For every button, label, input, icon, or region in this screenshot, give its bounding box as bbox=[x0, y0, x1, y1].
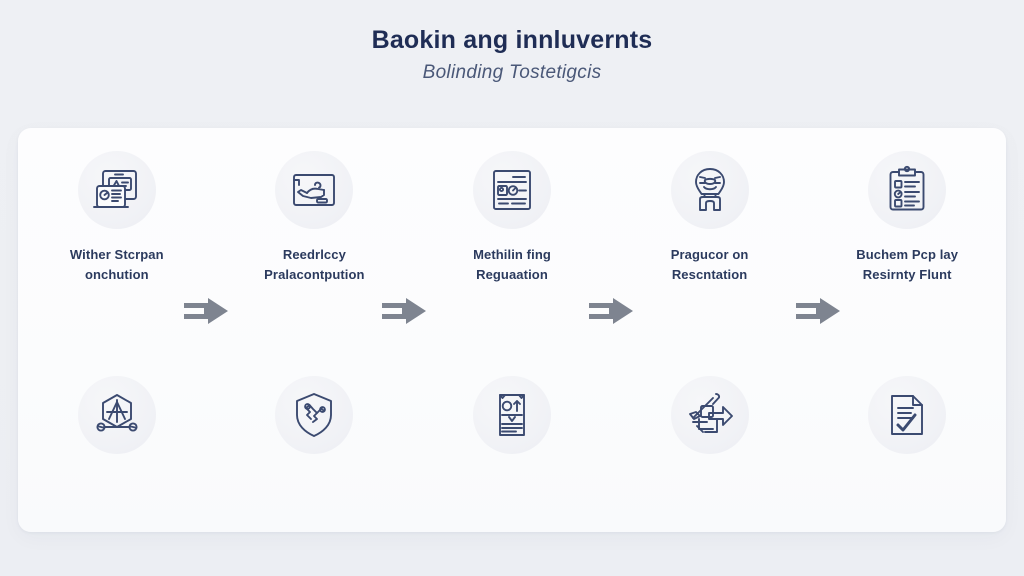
flow-arrow-right-icon bbox=[178, 294, 234, 328]
shield-security-icon bbox=[287, 388, 341, 442]
process-step-label: Pragucor on Rescntation bbox=[626, 245, 794, 285]
report-document-icon bbox=[485, 388, 539, 442]
process-step-3[interactable]: Methilin fing Reguaation bbox=[413, 148, 611, 358]
icon-badge bbox=[670, 376, 749, 454]
label-line-1: Reedrlccy bbox=[282, 247, 346, 262]
process-step-label: Methilin fing Reguaation bbox=[428, 245, 596, 285]
icon-badge bbox=[275, 376, 354, 454]
process-step-1[interactable]: Wither Stcrpan onchution bbox=[18, 148, 216, 358]
process-step-label: Wither Stcrpan onchution bbox=[33, 245, 201, 285]
label-line-1: Buchem Pcp lay bbox=[856, 247, 959, 262]
process-step-7[interactable] bbox=[216, 368, 414, 518]
process-step-2[interactable]: Reedrlccy Pralacontpution bbox=[216, 148, 414, 358]
icon-badge bbox=[275, 151, 354, 229]
label-line-2: onchution bbox=[84, 267, 149, 283]
id-card-form-icon bbox=[485, 163, 539, 217]
label-line-1: Wither Stcrpan bbox=[69, 247, 164, 262]
dashboard-analytics-icon bbox=[90, 163, 144, 217]
process-step-6[interactable] bbox=[18, 368, 216, 518]
diagram-card: Wither Stcrpan onchution bbox=[18, 128, 1006, 532]
process-step-label: Buchem Pcp lay Resirnty Flunt bbox=[823, 245, 991, 285]
process-step-8[interactable] bbox=[413, 368, 611, 518]
lightbulb-idea-icon bbox=[683, 163, 737, 217]
label-line-1: Pragucor on bbox=[670, 247, 749, 262]
clipboard-checklist-icon bbox=[880, 163, 934, 217]
label-line-1: Methilin fing bbox=[473, 247, 551, 262]
label-line-2: Pralacontpution bbox=[264, 267, 365, 283]
label-line-2: Rescntation bbox=[671, 267, 748, 283]
process-row-bottom bbox=[18, 368, 1006, 518]
process-flow-arrow-icon bbox=[683, 388, 737, 442]
icon-badge bbox=[77, 151, 156, 229]
handshake-frame-icon bbox=[287, 163, 341, 217]
icon-badge bbox=[868, 376, 947, 454]
icon-badge bbox=[670, 151, 749, 229]
icon-badge bbox=[868, 151, 947, 229]
icon-badge bbox=[77, 376, 156, 454]
process-row-top: Wither Stcrpan onchution bbox=[18, 148, 1006, 358]
heading-block: Baokin ang innluvernts Bolinding Tosteti… bbox=[0, 26, 1024, 84]
process-step-label: Reedrlccy Pralacontpution bbox=[230, 245, 398, 285]
page-title: Baokin ang innluvernts bbox=[371, 26, 653, 54]
flow-arrow-right-icon bbox=[790, 294, 846, 328]
flow-arrow-right-icon bbox=[376, 294, 432, 328]
process-step-10[interactable] bbox=[808, 368, 1006, 518]
process-step-5[interactable]: Buchem Pcp lay Resirnty Flunt bbox=[808, 148, 1006, 358]
icon-badge bbox=[472, 151, 551, 229]
page-subtitle: Bolinding Tostetigcis bbox=[422, 61, 602, 83]
document-approved-icon bbox=[880, 388, 934, 442]
process-step-9[interactable] bbox=[611, 368, 809, 518]
process-step-4[interactable]: Pragucor on Rescntation bbox=[611, 148, 809, 358]
icon-badge bbox=[472, 376, 551, 454]
flow-arrow-right-icon bbox=[583, 294, 639, 328]
hexagon-network-node-icon bbox=[90, 388, 144, 442]
label-line-2: Resirnty Flunt bbox=[862, 267, 952, 283]
label-line-2: Reguaation bbox=[476, 267, 548, 283]
